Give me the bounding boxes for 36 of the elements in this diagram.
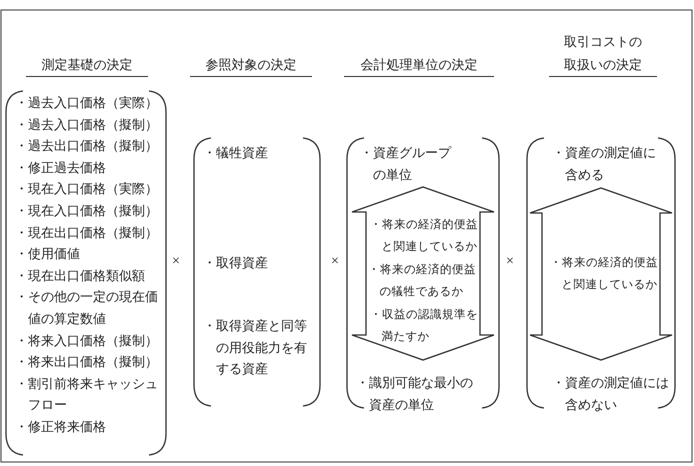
bracket-list xyxy=(193,137,321,407)
list-item: ・現在入口価格（擬制） xyxy=(15,202,159,220)
list-item: ・識別可能な最小の資産の単位 xyxy=(356,374,474,414)
list-item: ・過去入口価格（擬制） xyxy=(15,116,159,134)
list-item: ・資産グループの単位 xyxy=(360,144,452,184)
criterion-text: ・将来の経済的便益と関連しているか xyxy=(550,256,659,294)
criterion-text: ・将来の経済的便益の犠牲であるか xyxy=(368,262,477,300)
list-item: ・現在出口価格（擬制） xyxy=(15,224,159,242)
bracket-list xyxy=(5,90,167,456)
list-item: ・現在出口価格類似額 xyxy=(15,266,146,285)
list-item: ・修正過去価格 xyxy=(15,158,107,177)
list-item: ・取得資産と同等の用役能力を有する資産 xyxy=(203,317,308,378)
criterion-text: ・将来の経済的便益と関連しているか xyxy=(370,218,479,256)
multiply-sign: × xyxy=(172,253,180,271)
list-item: ・資産の測定値には含めない xyxy=(552,374,670,414)
list-item: ・犠牲資産 xyxy=(203,144,269,162)
list-item: ・過去入口価格（実際） xyxy=(15,94,159,112)
list-item: ・将来入口価格（擬制） xyxy=(15,332,159,350)
criteria-panel xyxy=(352,187,494,360)
list-item: ・修正将来価格 xyxy=(15,418,107,436)
column-heading: 参照対象の決定 xyxy=(190,53,312,77)
list-item: ・現在入口価格（実際） xyxy=(15,180,159,198)
column-heading: 測定基礎の決定 xyxy=(26,53,148,77)
list-item: ・割引前将来キャッシュフロー xyxy=(15,374,159,414)
column-heading: 会計処理単位の決定 xyxy=(344,53,494,77)
list-item: ・将来出口価格（擬制） xyxy=(15,353,159,372)
multiply-sign: × xyxy=(506,253,514,271)
list-item: ・資産の測定値に含める xyxy=(552,144,657,184)
list-item: ・取得資産 xyxy=(203,254,269,272)
list-item: ・その他の一定の現在価値の算定数値 xyxy=(15,288,159,328)
list-item: ・使用価値 xyxy=(15,245,81,264)
criterion-text: ・収益の認識規準を満たすか xyxy=(370,308,479,346)
criteria-panel xyxy=(530,188,672,360)
list-item: ・過去出口価格（擬制） xyxy=(15,137,159,156)
column-heading: 取引コストの取扱いの決定 xyxy=(549,30,657,77)
multiply-sign: × xyxy=(331,253,339,271)
